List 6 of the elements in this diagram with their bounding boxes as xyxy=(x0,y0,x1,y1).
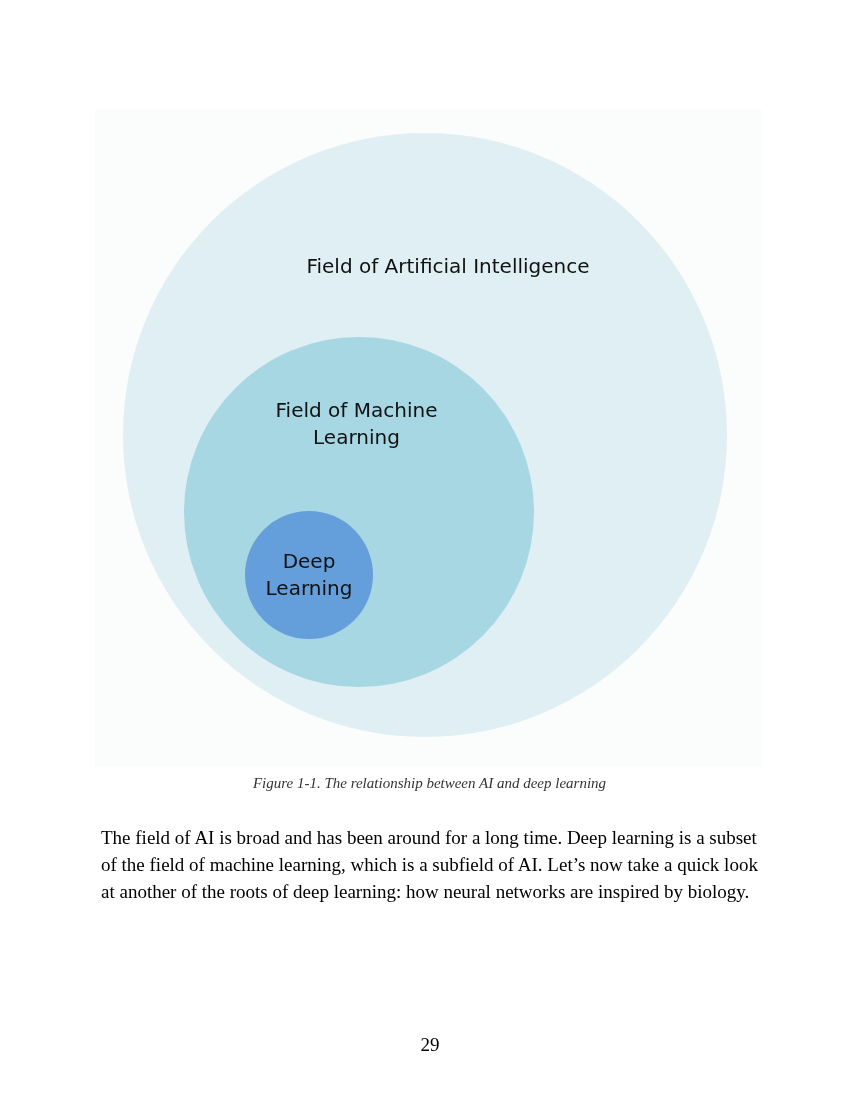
set-label: Field of Machine Learning xyxy=(274,397,439,451)
page-number: 29 xyxy=(419,1033,441,1057)
figure-caption: Figure 1-1. The relationship between AI and deep learning xyxy=(251,774,608,793)
body-paragraph: The field of AI is broad and has been around for a long time. Deep learning is a subset of the field of machine learning, which is a subfield of AI. Let’s now take a quick look at another of the roots of deep learning: how neural networks are inspired by biology. xyxy=(101,826,759,904)
set-label: Field of Artificial Intelligence xyxy=(305,253,591,280)
set-label: Deep Learning xyxy=(264,548,354,602)
